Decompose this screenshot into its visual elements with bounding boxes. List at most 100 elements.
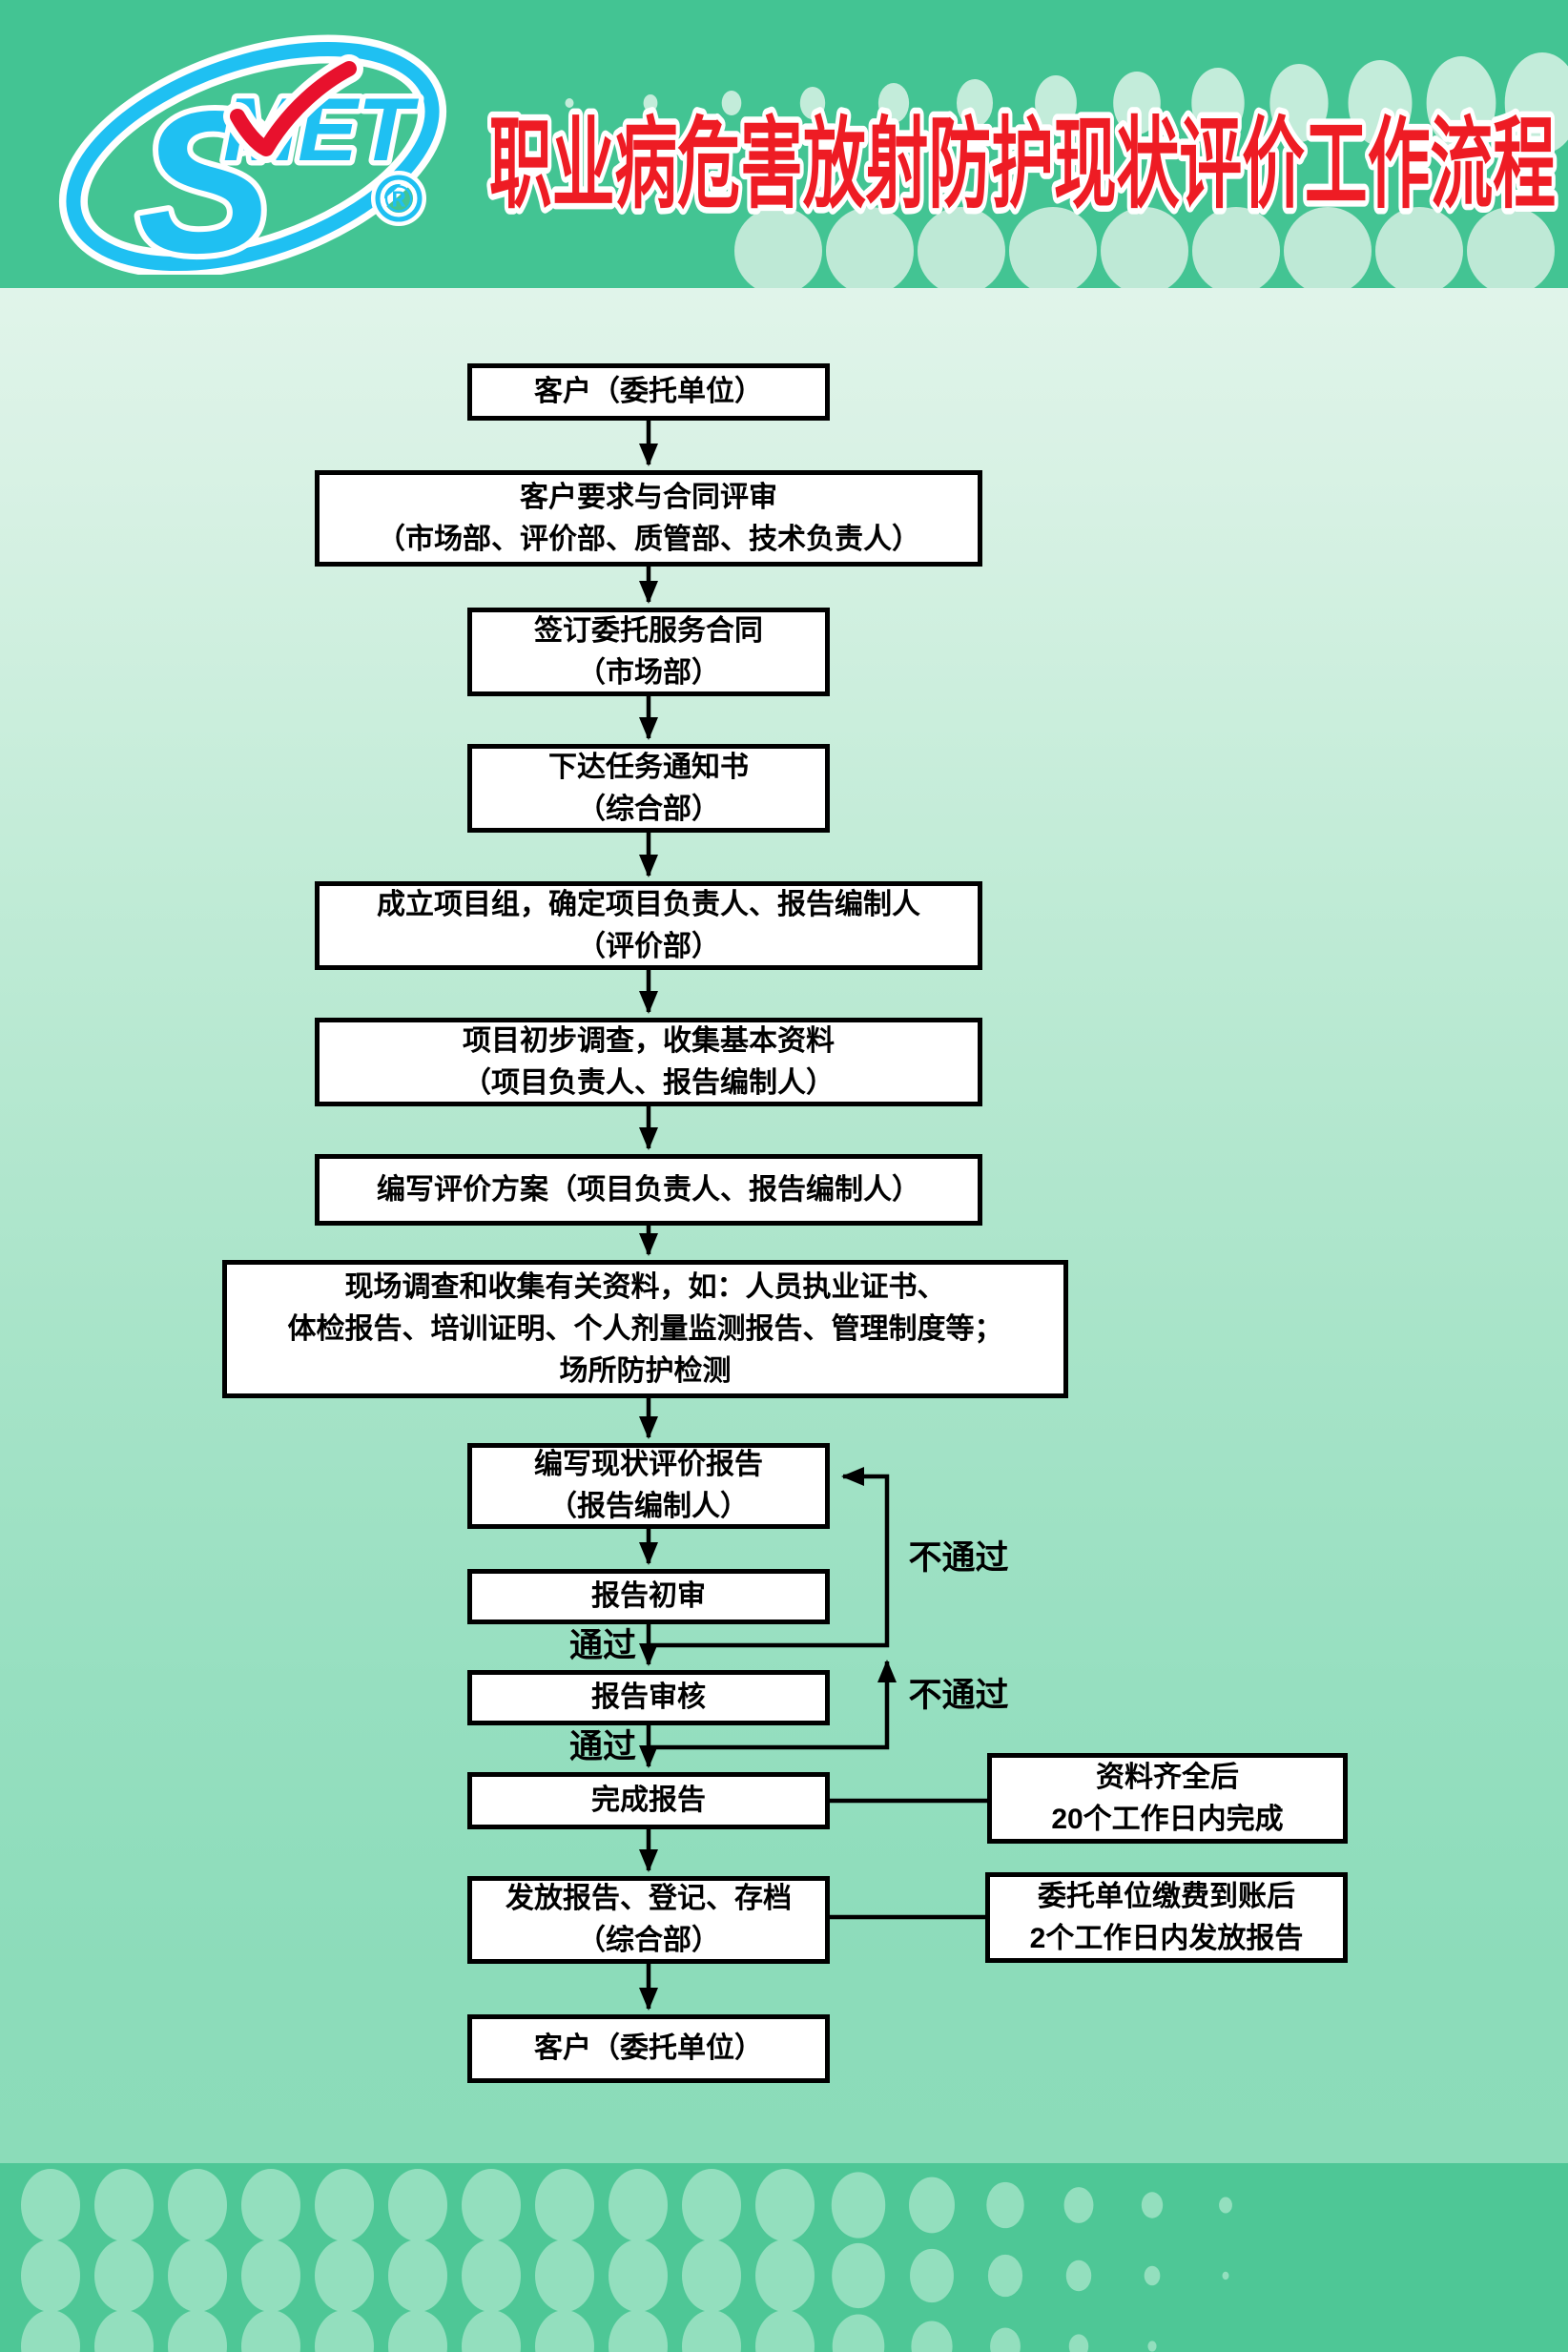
label-fail-final: 不通过	[908, 1677, 1009, 1714]
deco-dot	[990, 2327, 1021, 2352]
box-text-line: （综合部）	[577, 1925, 720, 1956]
deco-dot	[21, 2310, 80, 2352]
deco-dot	[877, 83, 910, 123]
deco-dot	[826, 207, 914, 288]
box-text-line: （市场部）	[577, 656, 720, 689]
registered-trademark-icon: ®	[371, 171, 426, 226]
deco-dot	[462, 2169, 521, 2241]
deco-dot	[755, 2169, 815, 2241]
deco-dot	[1426, 56, 1496, 150]
flow-box-evaluation-plan: 编写评价方案（项目负责人、报告编制人）	[315, 1154, 982, 1226]
deco-dot	[909, 2177, 955, 2234]
poster-title: 职业病危害放射防护现状评价工作流程	[484, 104, 1562, 227]
deco-dot	[1219, 2197, 1232, 2214]
deco-dot	[987, 2254, 1023, 2298]
logo-letter-s: S	[137, 69, 272, 275]
box-text-line: 报告审核	[591, 1681, 706, 1713]
deco-dot	[21, 2169, 80, 2241]
logo-ellipse-swoosh	[58, 34, 447, 275]
box-text-line: 完成报告	[591, 1785, 706, 1816]
label-pass-final: 通过	[568, 1728, 636, 1765]
label-pass-initial: 通过	[568, 1627, 636, 1664]
deco-dot	[94, 2310, 154, 2352]
deco-dot	[1191, 68, 1245, 138]
feedback-initial-review-fail	[649, 1467, 890, 1648]
deco-dot	[168, 2310, 227, 2352]
deco-dot	[609, 2239, 668, 2312]
deco-dot	[1147, 2341, 1157, 2352]
deco-dot	[535, 2239, 594, 2312]
svg-text:®: ®	[384, 178, 412, 220]
footer-dots-pattern	[21, 2169, 1232, 2352]
deco-dot	[1009, 207, 1097, 288]
deco-dot	[721, 91, 742, 115]
deco-dot	[918, 207, 1005, 288]
box-text-line: 客户（委托单位）	[534, 2032, 763, 2064]
box-text-line: 下达任务通知书	[548, 751, 749, 783]
deco-dot	[799, 87, 826, 119]
box-text-line: （报告编制人）	[548, 1491, 749, 1522]
deco-dot	[609, 2310, 668, 2352]
box-text-line: 编写评价方案（项目负责人、报告编制人）	[377, 1173, 920, 1206]
poster-title-text: 职业病危害放射防护现状评价工作流程	[489, 110, 1556, 220]
deco-dot	[241, 2169, 300, 2241]
flow-box-draft-report: 编写现状评价报告 （报告编制人）	[467, 1443, 830, 1529]
box-text-line: 体检报告、培训证明、个人剂量监测报告、管理制度等；	[287, 1312, 1003, 1345]
deco-dot	[1467, 207, 1555, 288]
box-text-line: 场所防护检测	[559, 1354, 732, 1387]
box-text-line: 现场调查和收集有关资料，如：人员执业证书、	[344, 1270, 946, 1303]
flow-box-issue-report: 发放报告、登记、存档 （综合部）	[467, 1876, 830, 1964]
note-box-payment-delivery: 委托单位缴费到账后 2个工作日内发放报告	[985, 1872, 1348, 1963]
deco-dot	[241, 2239, 300, 2312]
deco-dot	[1063, 2187, 1094, 2223]
deco-dot	[682, 2239, 741, 2312]
deco-dot	[1192, 207, 1280, 288]
box-text-line: 成立项目组，确定项目负责人、报告编制人	[377, 888, 920, 920]
box-text-line: 资料齐全后	[1096, 1761, 1239, 1793]
deco-dot	[682, 2310, 741, 2352]
flow-box-finish-report: 完成报告	[467, 1772, 830, 1829]
box-text-line: 发放报告、登记、存档	[505, 1883, 792, 1914]
label-fail-initial: 不通过	[908, 1539, 1009, 1577]
flow-box-sign-contract: 签订委托服务合同 （市场部）	[467, 608, 830, 696]
box-text-line: 项目初步调查，收集基本资料	[463, 1024, 835, 1057]
deco-dot	[832, 2314, 885, 2352]
feedback-final-review-fail	[649, 1660, 897, 1750]
box-text-line: （综合部）	[577, 793, 720, 825]
flow-box-initial-review: 报告初审	[467, 1569, 830, 1624]
deco-dot	[986, 2181, 1024, 2229]
deco-dot	[388, 2239, 447, 2312]
deco-dot	[388, 2169, 447, 2241]
deco-dot	[535, 2169, 594, 2241]
deco-dot	[1348, 60, 1413, 146]
deco-dot	[315, 2169, 374, 2241]
deco-dot	[462, 2310, 521, 2352]
flow-box-final-review: 报告审核	[467, 1670, 830, 1725]
deco-dot	[1375, 207, 1463, 288]
deco-dot	[643, 94, 658, 112]
deco-dot	[462, 2239, 521, 2312]
flow-box-contract-review: 客户要求与合同评审 （市场部、评价部、质管部、技术负责人）	[315, 470, 982, 567]
deco-dot	[168, 2239, 227, 2312]
deco-dot	[1504, 52, 1568, 154]
deco-dot	[1068, 2334, 1089, 2352]
deco-dot	[94, 2239, 154, 2312]
deco-dot	[21, 2239, 80, 2312]
box-text-line: 签订委托服务合同	[534, 614, 763, 647]
note-box-completion-time: 资料齐全后 20个工作日内完成	[987, 1753, 1348, 1844]
box-text-line: 客户要求与合同评审	[520, 481, 777, 513]
check-mark-icon	[223, 54, 363, 163]
deco-dot	[911, 2321, 953, 2352]
footer-band	[0, 2163, 1568, 2352]
deco-dot	[1101, 207, 1188, 288]
box-text-line: 20个工作日内完成	[1051, 1803, 1284, 1835]
deco-dot	[315, 2239, 374, 2312]
flow-box-project-team: 成立项目组，确定项目负责人、报告编制人 （评价部）	[315, 881, 982, 970]
deco-dot	[1113, 72, 1161, 134]
deco-dot	[755, 2310, 815, 2352]
box-text-line: （市场部、评价部、质管部、技术负责人）	[377, 523, 920, 555]
flow-box-site-investigation: 现场调查和收集有关资料，如：人员执业证书、 体检报告、培训证明、个人剂量监测报告…	[222, 1260, 1068, 1398]
box-text-line: 编写现状评价报告	[534, 1449, 763, 1480]
